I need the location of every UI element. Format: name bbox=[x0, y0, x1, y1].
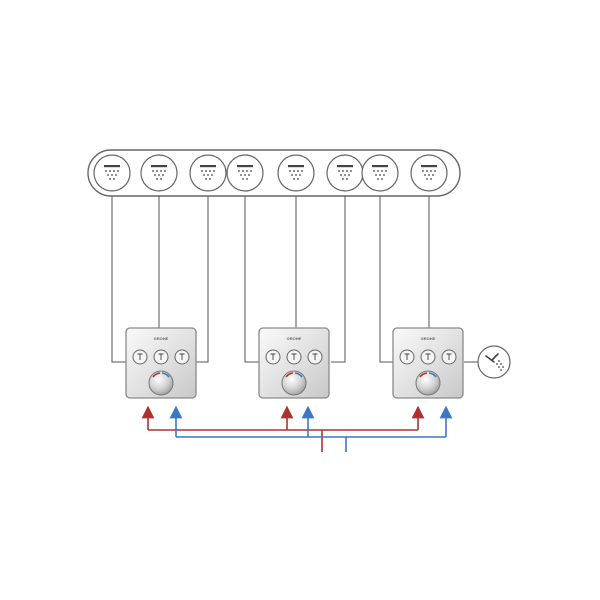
shower-button[interactable] bbox=[174, 349, 190, 365]
shower-head-1 bbox=[93, 154, 131, 192]
rain-shower-icon bbox=[237, 165, 253, 180]
hot-water-supply bbox=[141, 405, 425, 452]
brand-logo: GROHE bbox=[154, 336, 169, 341]
valve-2[interactable]: GROHE bbox=[258, 327, 330, 399]
shower-head-8 bbox=[410, 154, 448, 192]
shower-button[interactable] bbox=[286, 349, 302, 365]
shower-head-6 bbox=[326, 154, 364, 192]
shower-head-2 bbox=[140, 154, 178, 192]
shower-icon bbox=[137, 353, 143, 360]
shower-icon bbox=[291, 353, 297, 360]
faucet-icon bbox=[270, 353, 276, 360]
shower-head-4 bbox=[226, 154, 264, 192]
rain-shower-icon bbox=[200, 165, 216, 180]
hand-shower-icon bbox=[477, 345, 511, 379]
body-jet-button[interactable] bbox=[420, 349, 436, 365]
rain-shower-icon bbox=[288, 165, 304, 180]
shower-head-3 bbox=[189, 154, 227, 192]
rain-shower-icon bbox=[151, 165, 167, 180]
connection-lines bbox=[111, 196, 478, 363]
temperature-knob[interactable] bbox=[415, 370, 441, 396]
valve-3[interactable]: GROHE bbox=[392, 327, 464, 399]
shower-head-5 bbox=[277, 154, 315, 192]
faucet-button[interactable] bbox=[265, 349, 281, 365]
jet-icon bbox=[312, 353, 318, 360]
rain-shower-icon bbox=[421, 165, 437, 180]
shower-head-7 bbox=[361, 154, 399, 192]
rain-shower-icon bbox=[372, 165, 388, 180]
shower-icon bbox=[404, 353, 410, 360]
waterfall-icon bbox=[158, 353, 164, 360]
waterfall-button[interactable] bbox=[153, 349, 169, 365]
hand-shower-icon bbox=[446, 353, 452, 360]
shower-button[interactable] bbox=[399, 349, 415, 365]
valve-1[interactable]: GROHE bbox=[125, 327, 197, 399]
jet-button[interactable] bbox=[307, 349, 323, 365]
brand-logo: GROHE bbox=[287, 336, 302, 341]
body-jet-icon bbox=[425, 353, 431, 360]
rain-shower-icon bbox=[104, 165, 120, 180]
cold-water-supply bbox=[169, 405, 453, 452]
brand-logo: GROHE bbox=[421, 336, 436, 341]
temperature-knob[interactable] bbox=[281, 370, 307, 396]
temperature-knob[interactable] bbox=[148, 370, 174, 396]
hand-shower-button[interactable] bbox=[441, 349, 457, 365]
shower-icon bbox=[179, 353, 185, 360]
shower-button[interactable] bbox=[132, 349, 148, 365]
rain-shower-icon bbox=[337, 165, 353, 180]
